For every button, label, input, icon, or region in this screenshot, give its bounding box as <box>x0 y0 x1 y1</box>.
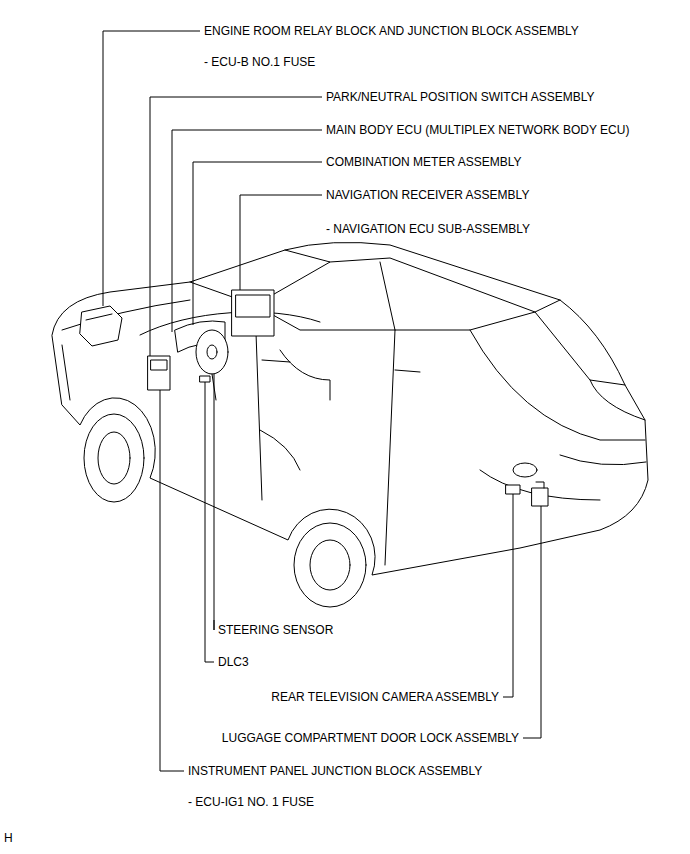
illustration-stroke <box>506 485 520 494</box>
part-label: REAR TELEVISION CAMERA ASSEMBLY <box>271 690 499 704</box>
illustration-stroke <box>503 494 513 697</box>
illustration-stroke <box>205 382 214 662</box>
illustration-stroke <box>172 130 322 332</box>
illustration-stroke <box>52 242 648 575</box>
illustration-stroke <box>535 300 625 385</box>
illustration-stroke <box>151 360 167 370</box>
illustration-stroke <box>560 455 646 465</box>
illustration-stroke <box>240 195 322 290</box>
illustration-stroke <box>255 258 535 330</box>
illustration-stroke <box>84 414 144 502</box>
illustration-stroke <box>62 345 70 400</box>
illustration-stroke <box>98 432 130 484</box>
part-label: H <box>4 831 13 845</box>
part-label: PARK/NEUTRAL POSITION SWITCH ASSEMBLY <box>326 90 595 104</box>
illustration-stroke <box>103 31 541 771</box>
part-label: DLC3 <box>218 655 249 669</box>
illustration-stroke <box>150 97 322 356</box>
part-label: MAIN BODY ECU (MULTIPLEX NETWORK BODY EC… <box>326 123 629 137</box>
illustration-stroke <box>536 482 544 488</box>
illustration-stroke <box>385 330 395 565</box>
illustration-stroke <box>513 463 537 477</box>
illustration-stroke <box>86 314 112 320</box>
illustration-stroke <box>148 356 170 390</box>
part-label: ENGINE ROOM RELAY BLOCK AND JUNCTION BLO… <box>204 24 579 38</box>
illustration-stroke <box>523 506 541 738</box>
part-label: STEERING SENSOR <box>218 623 333 637</box>
illustration-stroke <box>590 380 645 420</box>
illustration-stroke <box>207 345 217 359</box>
illustration-stroke <box>140 312 320 335</box>
illustration-stroke <box>395 370 420 372</box>
part-label: - ECU-B NO.1 FUSE <box>204 55 315 69</box>
illustration-stroke <box>160 390 184 771</box>
part-label: INSTRUMENT PANEL JUNCTION BLOCK ASSEMBLY <box>188 764 482 778</box>
illustration-stroke <box>310 540 350 590</box>
illustration-stroke <box>52 242 648 607</box>
illustration-stroke <box>280 350 330 400</box>
illustration-stroke <box>236 295 270 317</box>
illustration-stroke <box>532 488 548 506</box>
part-label: LUGGAGE COMPARTMENT DOOR LOCK ASSEMBLY <box>222 731 519 745</box>
part-label: - NAVIGATION ECU SUB-ASSEMBLY <box>326 222 530 236</box>
illustration-stroke <box>80 306 122 346</box>
part-label: NAVIGATION RECEIVER ASSEMBLY <box>326 188 529 202</box>
illustration-stroke <box>196 330 228 374</box>
illustration-stroke <box>200 376 210 382</box>
part-label: COMBINATION METER ASSEMBLY <box>326 155 522 169</box>
illustration-stroke <box>214 620 215 630</box>
illustration-stroke <box>260 430 300 470</box>
illustration-stroke <box>193 162 322 325</box>
illustration-stroke <box>232 290 274 336</box>
illustration-stroke <box>294 523 366 607</box>
illustration-stroke <box>103 31 200 306</box>
part-label: - ECU-IG1 NO. 1 FUSE <box>188 795 314 809</box>
illustration-stroke <box>214 374 215 630</box>
illustration-stroke <box>380 262 395 330</box>
illustration-stroke <box>470 330 645 440</box>
illustration-stroke <box>262 360 290 362</box>
